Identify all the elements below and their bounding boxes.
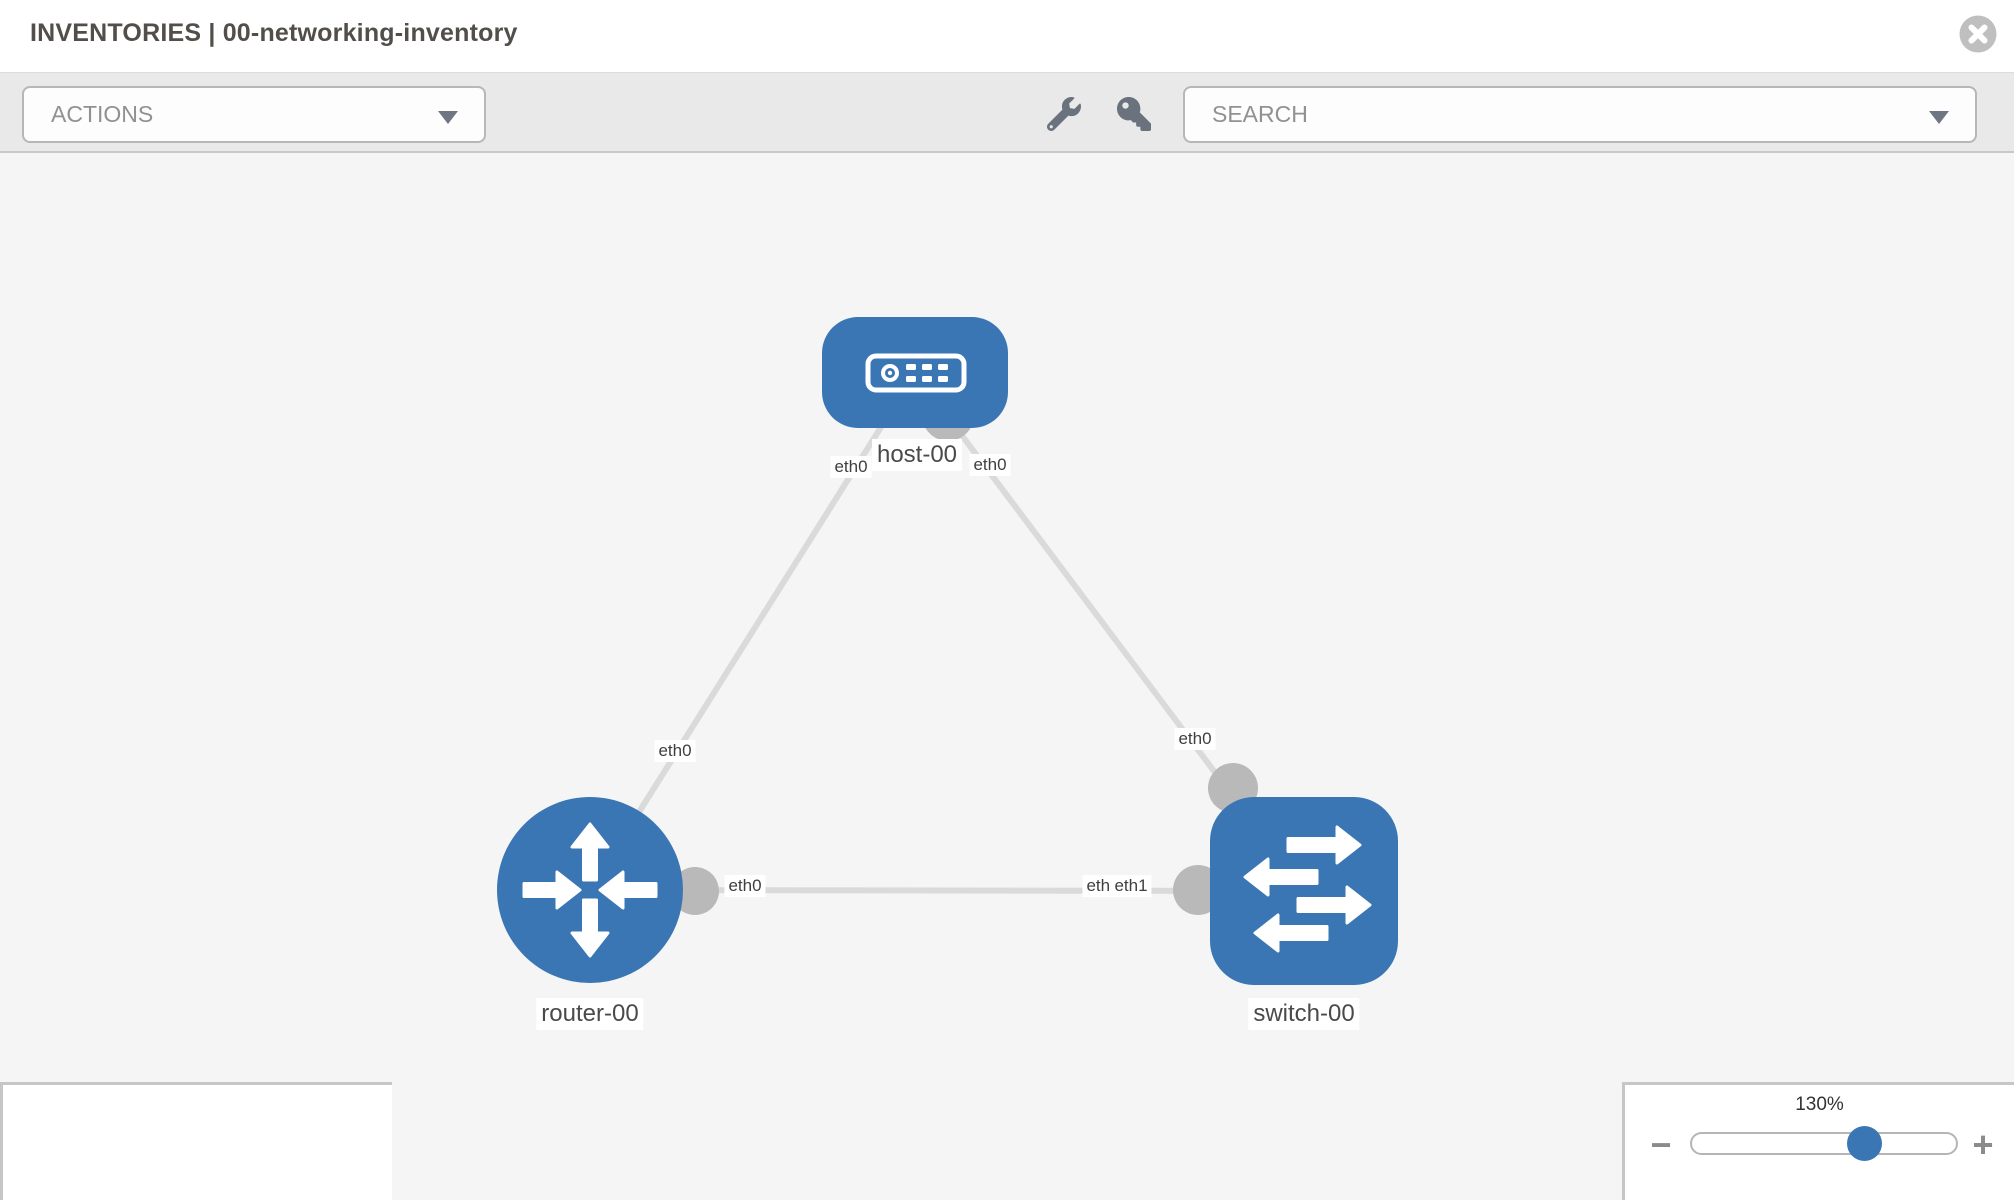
node-host-00[interactable]: [822, 317, 1008, 428]
switch-icon: [1243, 825, 1372, 953]
search-dropdown[interactable]: SEARCH: [1183, 86, 1977, 143]
header: INVENTORIES | 00-networking-inventory: [0, 0, 2014, 72]
node-label-router: router-00: [536, 998, 644, 1030]
zoom-slider-thumb[interactable]: [1847, 1126, 1882, 1161]
topology-canvas[interactable]: host-00 router-00 switch-00 eth0 eth0 et…: [0, 153, 2014, 1200]
key-icon: [1117, 96, 1151, 131]
interface-label-host-eth0-left: eth0: [830, 456, 872, 478]
zoom-slider[interactable]: [1690, 1132, 1958, 1155]
credentials-button[interactable]: [1114, 95, 1154, 135]
interface-label-switch-eth0-top: eth0: [1174, 728, 1216, 750]
node-switch-00[interactable]: [1210, 797, 1398, 985]
search-dropdown-label: SEARCH: [1212, 101, 1308, 127]
zoom-panel: 130% − +: [1622, 1082, 2014, 1200]
router-icon: [522, 822, 658, 958]
interface-label-switch-eth1: eth1: [1110, 875, 1152, 897]
node-label-host: host-00: [871, 439, 963, 471]
node-label-switch: switch-00: [1248, 998, 1360, 1030]
chevron-down-icon: [1929, 111, 1949, 124]
zoom-in-button[interactable]: +: [1963, 1125, 2003, 1165]
node-router-00[interactable]: [497, 797, 683, 983]
interface-label-host-eth0-right: eth0: [969, 454, 1011, 476]
port-dot: [671, 867, 719, 915]
actions-dropdown-label: ACTIONS: [51, 101, 154, 127]
actions-dropdown[interactable]: ACTIONS: [22, 86, 486, 143]
close-icon: [1959, 15, 1997, 53]
zoom-level-value: 130%: [1795, 1094, 1844, 1115]
toolbar: ACTIONS SEARCH: [0, 72, 2014, 153]
interface-label-router-eth0-link: eth0: [724, 875, 766, 897]
close-button[interactable]: [1959, 15, 1997, 53]
host-icon: [865, 353, 967, 393]
wrench-icon: [1046, 96, 1081, 131]
chevron-down-icon: [438, 111, 458, 124]
page-title: INVENTORIES | 00-networking-inventory: [30, 19, 518, 47]
interface-label-router-eth0-top: eth0: [654, 740, 696, 762]
zoom-panel-anchor: [0, 1082, 392, 1200]
zoom-out-button[interactable]: −: [1641, 1125, 1681, 1165]
configure-button[interactable]: [1044, 95, 1084, 135]
